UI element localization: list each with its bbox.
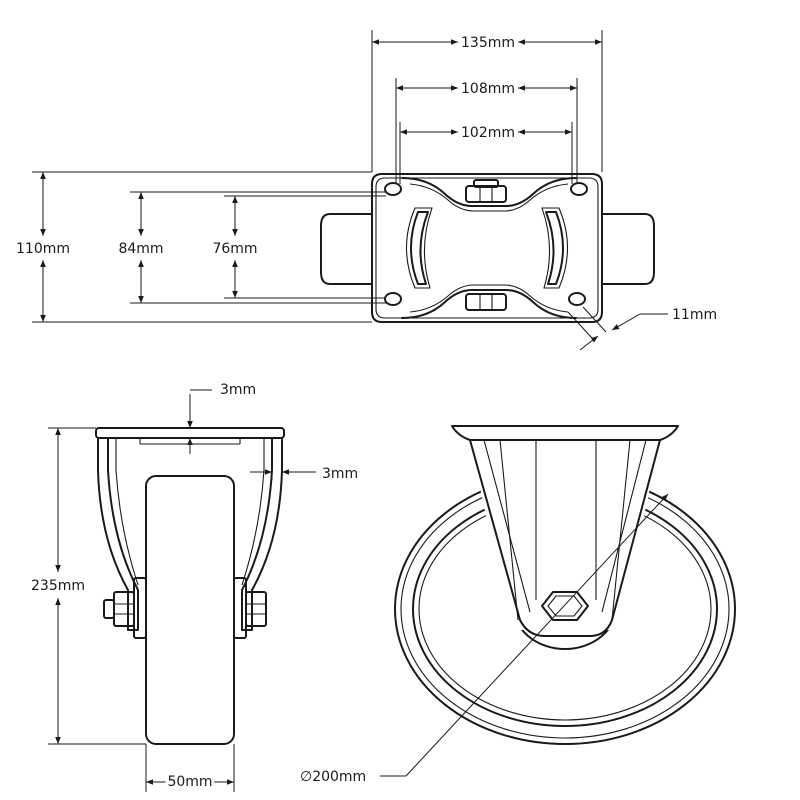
dim-fork-thickness: 3mm [322,466,358,482]
dim-plate-width: 110mm [16,241,70,257]
dim-hole-spacing-length: 108mm [461,81,515,97]
side-fork-bracket [469,439,661,637]
mounting-plate-outline [371,173,603,323]
front-axle-nut-left [113,591,135,627]
top-nut [465,185,507,203]
dim-plate-thickness: 3mm [220,382,256,398]
mounting-hole-bottom-left [384,292,402,306]
right-curved-slot [545,211,564,285]
mounting-hole-top-left [384,182,402,196]
front-wheel [145,475,235,745]
mounting-hole-bottom-right [568,292,586,306]
dim-overall-height: 235mm [31,578,85,594]
dim-wheel-diameter: ∅200mm [300,769,366,785]
dim-wheel-width: 50mm [167,774,212,790]
dim-slot-size: 11mm [672,307,717,323]
dim-hole-spacing-length-alt: 102mm [461,125,515,141]
mounting-hole-top-right [570,182,588,196]
front-view: 3mm 3mm 235mm 50mm [31,382,358,793]
mounting-plate-inner-edge [375,177,599,319]
dim-hole-spacing-width: 84mm [118,241,163,257]
plate-web-top [401,177,577,207]
front-top-plate [95,427,285,439]
side-view: ∅200mm [300,425,736,785]
front-axle-nut-right [245,591,267,627]
right-axle-stub [601,213,655,285]
top-view: 135mm 108mm 102mm 110mm 84mm 76mm 1 [16,30,717,351]
dim-plate-length: 135mm [461,35,515,51]
bottom-nut [465,293,507,311]
side-top-plate [451,425,679,441]
plate-web-bottom [401,289,577,319]
left-axle-stub [320,213,373,285]
front-fork-right [241,437,283,631]
dim-hole-spacing-width-alt: 76mm [212,241,257,257]
left-curved-slot [410,211,429,285]
